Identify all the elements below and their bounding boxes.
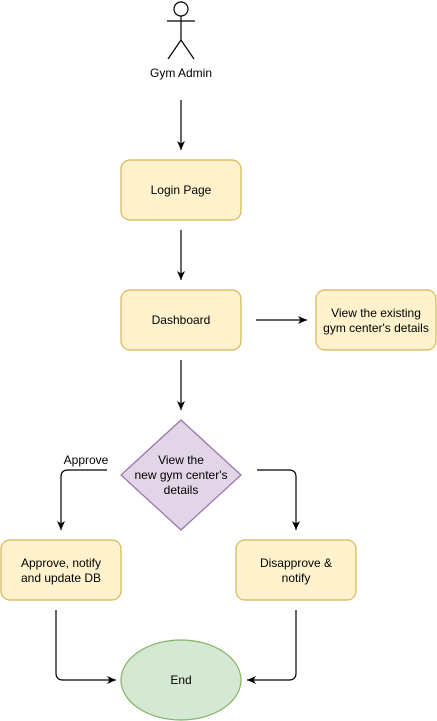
node-dashboard-label: Dashboard bbox=[152, 313, 211, 327]
node-decision-view-new-details: View the new gym center's details bbox=[120, 419, 242, 531]
edge-decision-to-approve bbox=[57, 469, 107, 530]
edge-label-approve: Approve bbox=[64, 453, 109, 467]
node-disapprove-notify: Disapprove & notify bbox=[235, 539, 357, 601]
node-view-existing-line-2: gym center's details bbox=[323, 321, 429, 335]
node-disapprove-line-1: Disapprove & bbox=[260, 556, 332, 570]
actor-label: Gym Admin bbox=[150, 66, 212, 80]
node-view-existing-details: View the existing gym center's details bbox=[315, 289, 437, 351]
edge-decision-to-disapprove bbox=[257, 469, 300, 530]
edge-disapprove-to-end bbox=[247, 610, 297, 684]
edges bbox=[55, 100, 307, 684]
actor-stick-figure-icon bbox=[167, 1, 195, 60]
node-decision-line-2: new gym center's bbox=[135, 468, 228, 482]
node-end-label: End bbox=[170, 673, 191, 687]
node-login-page-label: Login Page bbox=[151, 183, 212, 197]
node-dashboard: Dashboard bbox=[120, 289, 242, 351]
node-approve-line-2: and update DB bbox=[21, 571, 101, 585]
edge-approve-to-end bbox=[55, 610, 116, 684]
node-decision-line-1: View the bbox=[158, 453, 204, 467]
node-approve-line-1: Approve, notify bbox=[21, 556, 101, 570]
node-view-existing-line-1: View the existing bbox=[331, 306, 421, 320]
node-decision-line-3: details bbox=[164, 483, 199, 497]
node-end: End bbox=[120, 639, 242, 721]
node-disapprove-line-2: notify bbox=[282, 571, 311, 585]
node-login-page: Login Page bbox=[120, 159, 242, 221]
node-approve-notify-update: Approve, notify and update DB bbox=[0, 539, 122, 601]
